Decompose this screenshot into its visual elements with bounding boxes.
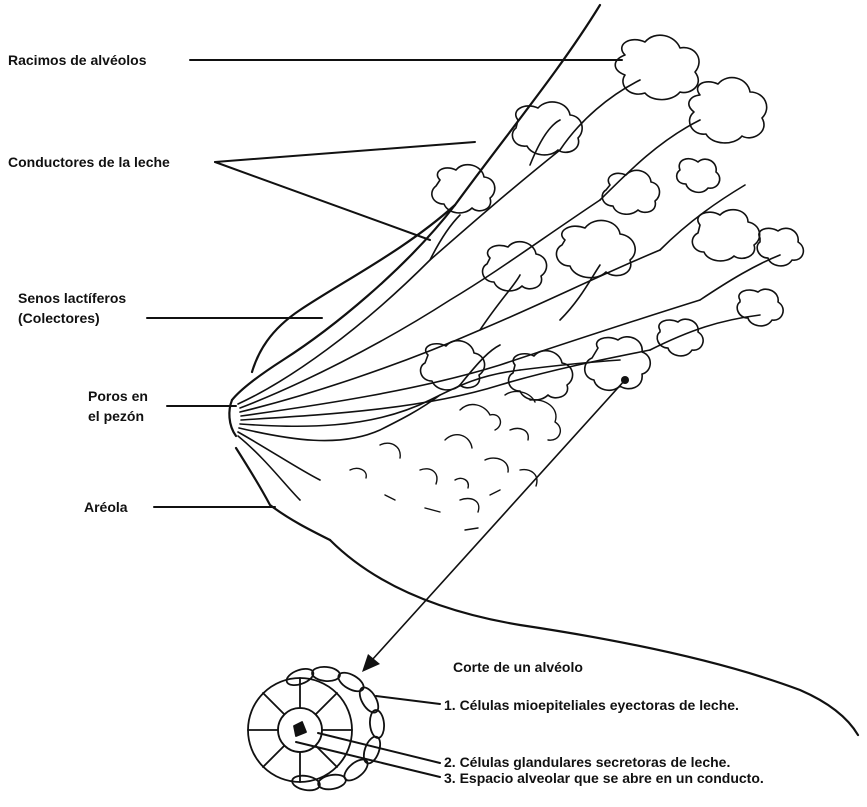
fatty-tissue bbox=[350, 391, 560, 530]
label-conductores-de-la-leche: Conductores de la leche bbox=[8, 154, 170, 170]
label-espacio-alveolar: 3. Espacio alveolar que se abre en un co… bbox=[444, 770, 764, 786]
section-arrow bbox=[362, 376, 629, 672]
label-colectores: (Colectores) bbox=[18, 310, 100, 326]
label-senos-lactiferos: Senos lactíferos bbox=[18, 290, 126, 306]
label-areola: Aréola bbox=[84, 499, 128, 515]
breast-outline bbox=[229, 5, 858, 735]
label-celulas-glandulares: 2. Células glandulares secretoras de lec… bbox=[444, 754, 730, 770]
alveolar-lumen bbox=[294, 722, 306, 736]
label-celulas-mioepiteliales: 1. Células mioepiteliales eyectoras de l… bbox=[444, 697, 739, 713]
milk-ducts bbox=[238, 80, 780, 500]
label-corte-de-un-alveolo: Corte de un alvéolo bbox=[453, 659, 583, 675]
label-racimos-de-alveolos: Racimos de alvéolos bbox=[8, 52, 147, 68]
label-el-pezon: el pezón bbox=[88, 408, 144, 424]
label-poros-en: Poros en bbox=[88, 388, 148, 404]
alveolus-cross-section bbox=[248, 666, 385, 793]
